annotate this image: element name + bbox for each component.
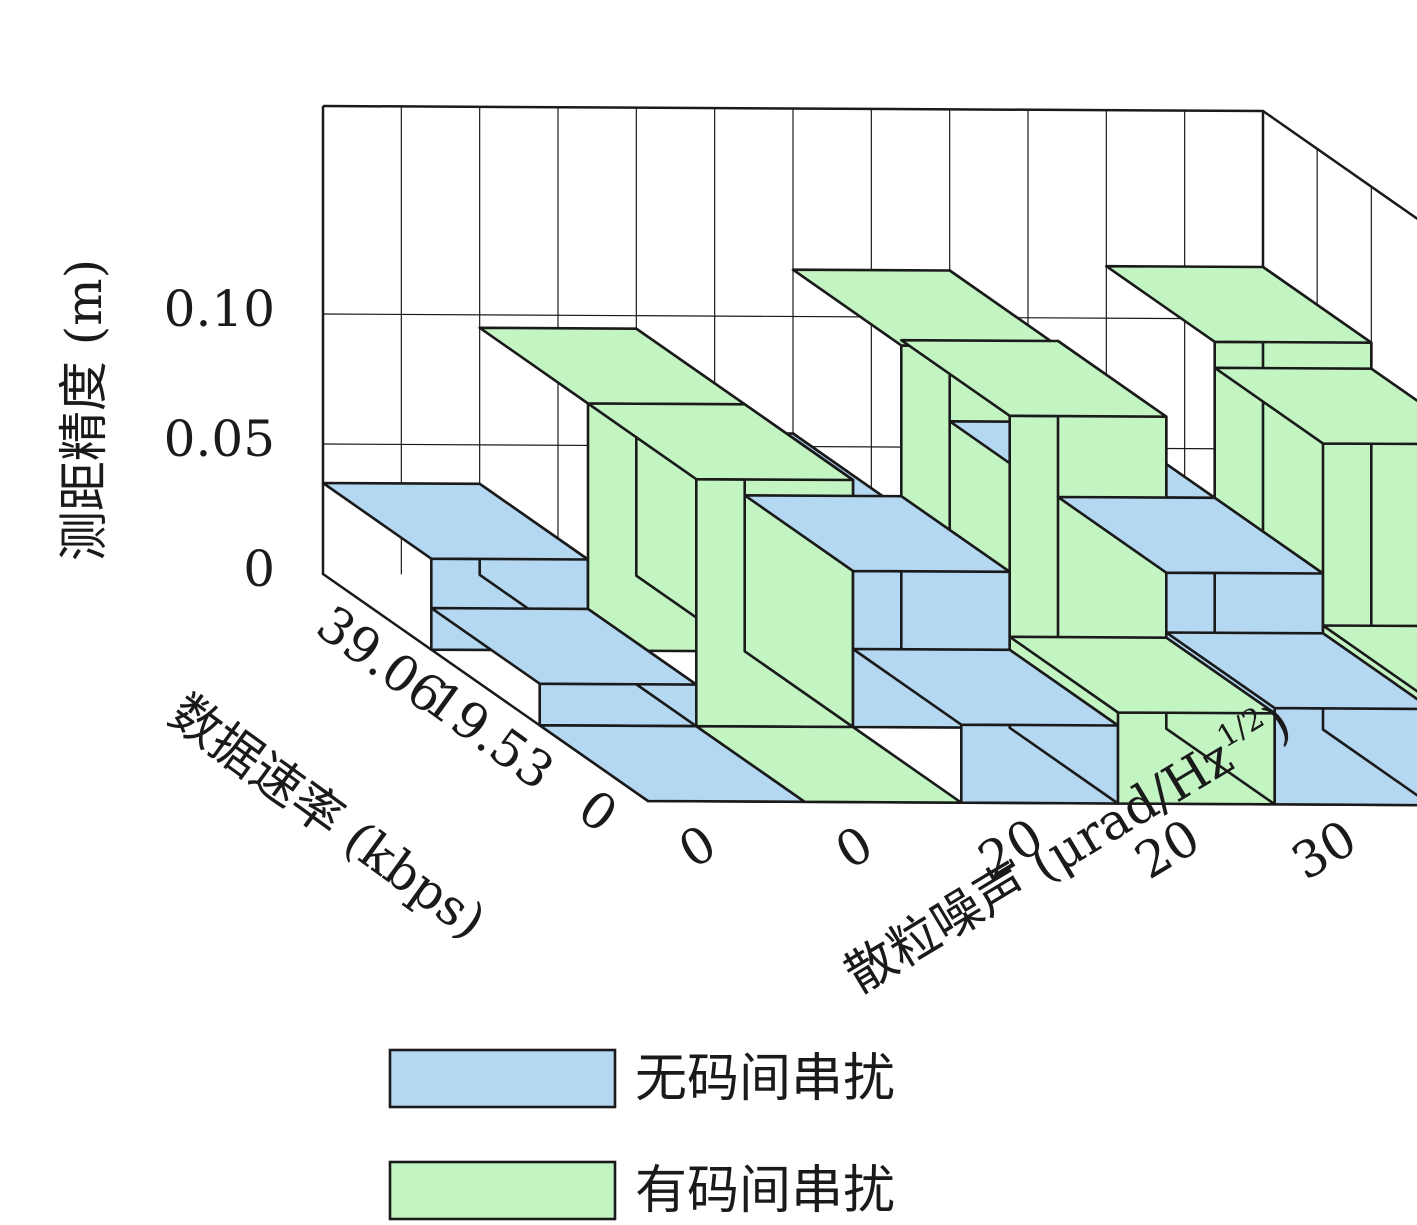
bar — [1321, 624, 1417, 693]
z-tick-label: 0.05 — [164, 410, 275, 468]
legend-item-isi: 有码间串扰 — [388, 1160, 895, 1221]
z-axis-label: 测距精度 (m) — [55, 259, 113, 561]
bar — [1008, 635, 1276, 806]
bar-top-face — [1321, 624, 1417, 693]
legend-label-isi: 有码间串扰 — [635, 1161, 895, 1221]
legend-swatch-no-isi — [388, 1048, 617, 1109]
chart-bars — [321, 264, 1417, 807]
bar-side-face — [1370, 367, 1417, 689]
legend-swatch-isi — [388, 1160, 617, 1221]
legend: 无码间串扰 有码间串扰 — [388, 1048, 895, 1221]
bar-top-face — [1213, 366, 1417, 446]
z-tick-label: 0 — [243, 540, 275, 598]
back-wall-grid-h — [322, 313, 1264, 320]
bar-top-face — [1105, 264, 1373, 345]
legend-item-no-isi: 无码间串扰 — [388, 1048, 895, 1109]
bar-top-face — [586, 402, 855, 482]
z-tick-label: 0.10 — [164, 280, 275, 338]
bar-top-face — [1165, 631, 1417, 711]
bar — [1165, 631, 1417, 807]
bar-top-face — [899, 338, 1168, 419]
x-tick-label: 0 — [669, 814, 726, 880]
legend-label-no-isi: 无码间串扰 — [635, 1049, 895, 1109]
bar — [1213, 366, 1417, 732]
y-tick-label: 0 — [568, 779, 628, 845]
x-tick-label: 30 — [1282, 809, 1366, 891]
x-tick-label: 0 — [826, 815, 883, 881]
